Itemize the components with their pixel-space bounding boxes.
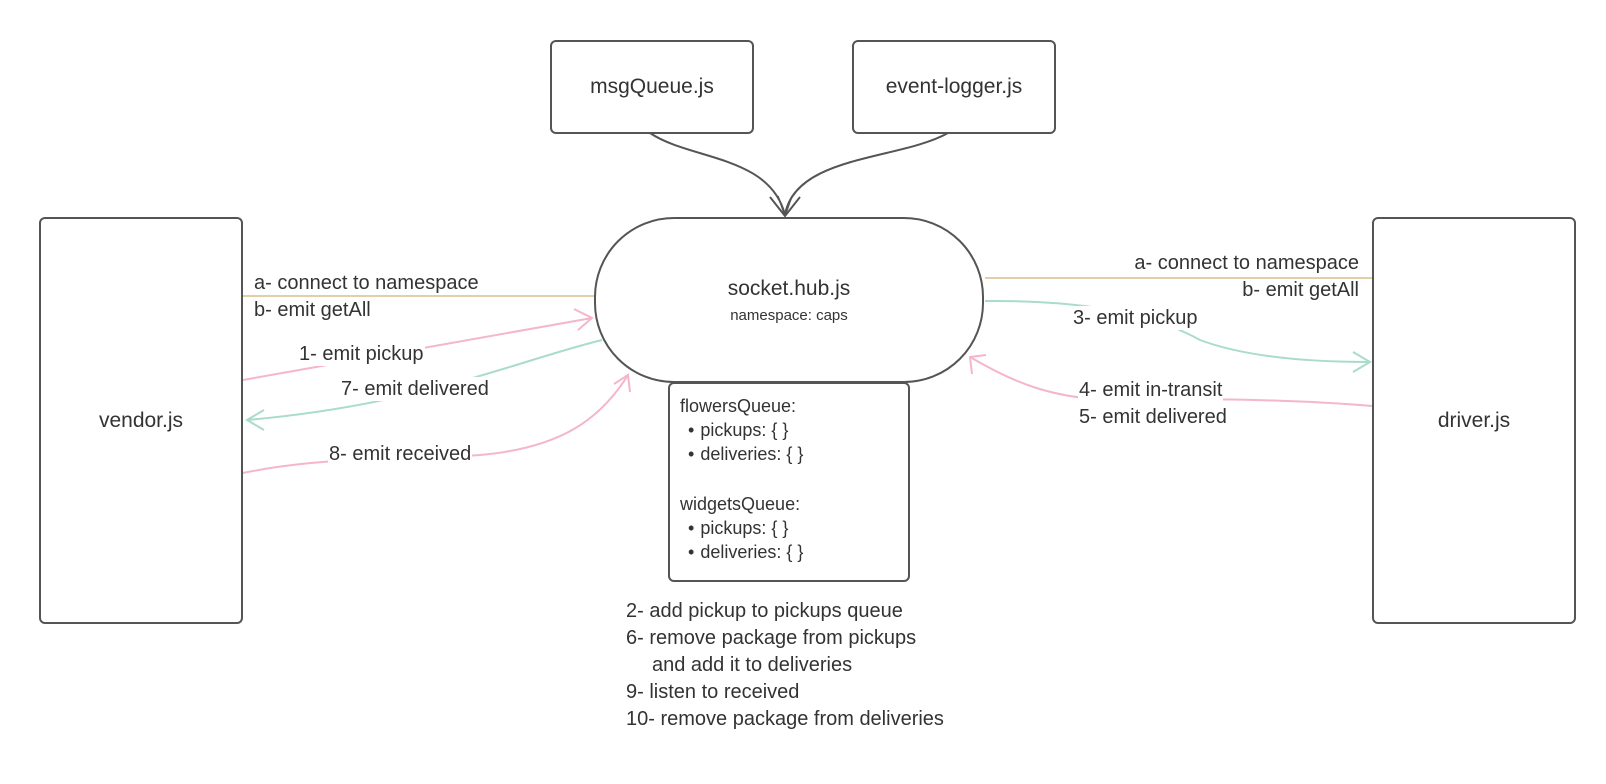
hub-note: 9- listen to received — [626, 681, 800, 703]
vendor-pickup-arrowhead — [573, 308, 594, 331]
vendor-getall-label: b- emit getAll — [254, 299, 371, 321]
vendor-received-arrow — [242, 374, 629, 474]
vendor-node: vendor.js — [39, 217, 243, 624]
vendor-connect-label: a- connect to namespace — [254, 272, 479, 294]
event-logger-module: event-logger.js — [852, 40, 1056, 134]
driver-label: driver.js — [1437, 408, 1511, 432]
hub-namespace: namespace: caps — [730, 306, 848, 324]
vendor-emit-received-label: 8- emit received — [328, 442, 473, 466]
driver-emit-pickup-label: 3- emit pickup — [1072, 306, 1199, 330]
driver-pickup-arrowhead — [1352, 351, 1372, 373]
msgqueue-label: msgQueue.js — [590, 75, 714, 98]
msgqueue-module: msgQueue.js — [550, 40, 754, 134]
event-logger-label: event-logger.js — [885, 75, 1023, 98]
driver-intransit-arrowhead — [968, 354, 987, 375]
driver-connect-label: a- connect to namespace — [1134, 252, 1359, 274]
hub-title: socket.hub.js — [727, 276, 851, 300]
flowers-pickups-item: pickups: { } — [680, 418, 898, 442]
hub-arrowhead-inner — [777, 195, 793, 219]
vendor-emit-pickup-label: 1- emit pickup — [298, 342, 425, 366]
msgqueue-to-hub-arrow — [649, 132, 786, 216]
flowers-deliveries-item: deliveries: { } — [680, 442, 898, 466]
widgets-pickups-item: pickups: { } — [680, 516, 898, 540]
driver-emit-delivered-label: 5- emit delivered — [1079, 406, 1227, 428]
queue-spacer — [680, 466, 898, 492]
driver-getall-label: b- emit getAll — [1242, 279, 1359, 301]
flowers-queue-title: flowersQueue: — [680, 396, 797, 416]
hub-notes: 2- add pickup to pickups queue 6- remove… — [626, 598, 944, 733]
driver-node: driver.js — [1372, 217, 1576, 624]
queue-state-box: flowersQueue: pickups: { } deliveries: {… — [668, 382, 910, 582]
widgets-queue-title: widgetsQueue: — [680, 494, 801, 514]
socket-hub-node: socket.hub.js namespace: caps — [594, 217, 984, 383]
hub-note: 6- remove package from pickups — [626, 627, 917, 649]
hub-note: 2- add pickup to pickups queue — [626, 600, 903, 622]
hub-note: and add it to deliveries — [652, 654, 853, 676]
driver-pickup-arrow — [984, 299, 1371, 363]
hub-note: 10- remove package from deliveries — [626, 708, 944, 730]
vendor-received-arrowhead — [613, 373, 631, 393]
widgets-deliveries-item: deliveries: { } — [680, 540, 898, 564]
driver-emit-intransit-label: 4- emit in-transit — [1078, 378, 1224, 402]
vendor-delivered-arrowhead — [245, 409, 265, 431]
logger-to-hub-arrow — [784, 132, 949, 216]
vendor-emit-delivered-label: 7- emit delivered — [340, 377, 490, 401]
vendor-label: vendor.js — [98, 408, 184, 432]
